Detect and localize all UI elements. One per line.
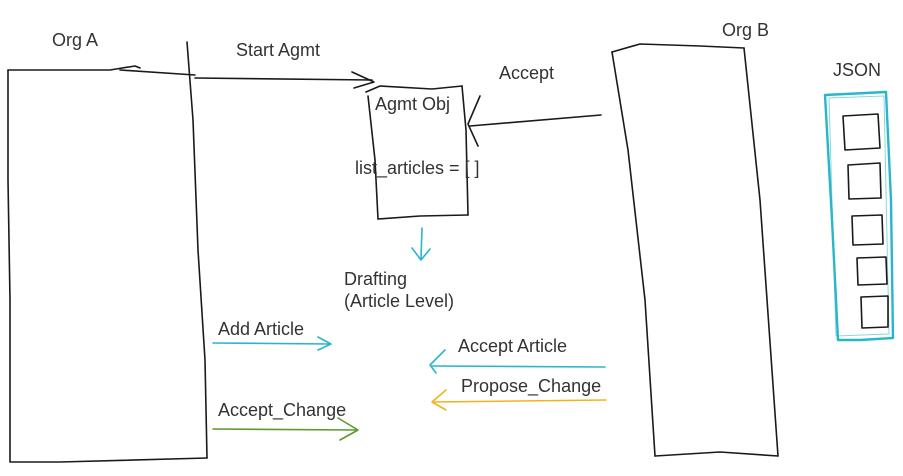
json-item <box>847 162 882 200</box>
propose-change-arrow <box>431 389 607 411</box>
accept-article-label: Accept Article <box>458 336 567 356</box>
json-items <box>842 113 889 329</box>
accept-label: Accept <box>499 63 554 83</box>
json-item <box>856 256 888 286</box>
accept-article-arrow <box>429 349 606 374</box>
drafting-arrow <box>411 227 431 261</box>
agmt-obj-field: list_articles = [ ] <box>355 158 480 179</box>
drafting-sublabel: (Article Level) <box>344 291 454 311</box>
org-a-box <box>7 41 208 463</box>
propose-change-label: Propose_Change <box>461 376 601 397</box>
accept-change-arrow <box>212 417 359 441</box>
accept-arrow <box>467 95 602 147</box>
org-b-label: Org B <box>722 20 769 40</box>
json-item <box>842 113 881 151</box>
org-b-box <box>611 43 779 457</box>
accept-change-label: Accept_Change <box>218 400 346 421</box>
add-article-arrow <box>212 336 332 351</box>
org-a-label: Org A <box>52 30 98 50</box>
add-article-label: Add Article <box>218 319 304 339</box>
json-item <box>860 295 889 329</box>
agmt-obj-title: Agmt Obj <box>375 94 450 114</box>
drafting-label: Drafting <box>344 269 407 289</box>
json-item <box>851 214 884 246</box>
json-store-box <box>823 90 895 342</box>
agmt-obj-box <box>365 85 469 220</box>
start-agmt-arrow <box>194 71 375 89</box>
json-label: JSON <box>833 60 881 80</box>
start-agmt-label: Start Agmt <box>236 40 320 60</box>
